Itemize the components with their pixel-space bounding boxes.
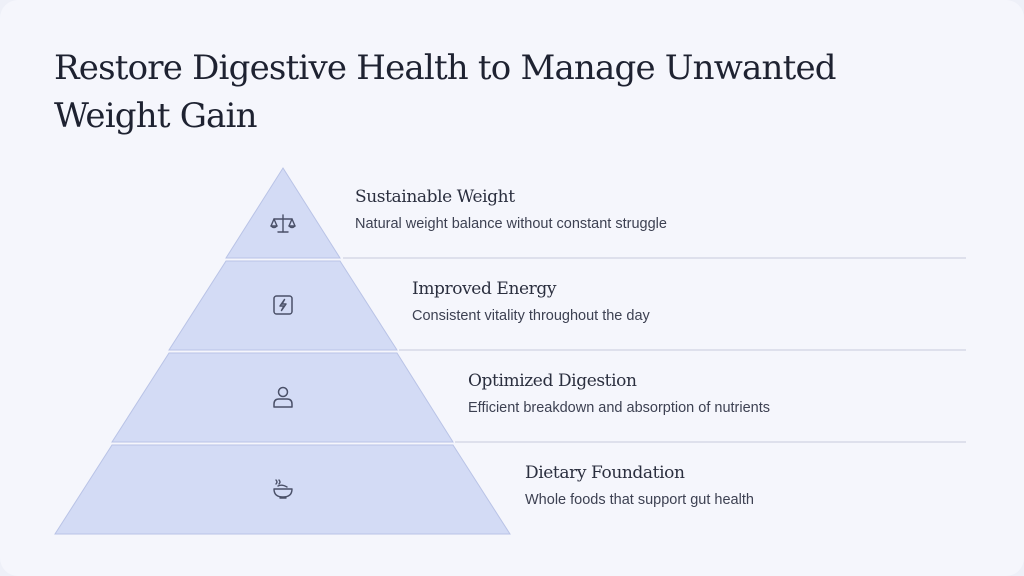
tier-description: Efficient breakdown and absorption of nu… — [468, 400, 771, 416]
page-title: Restore Digestive Health to Manage Unwan… — [54, 48, 837, 136]
tier-text-optimized-digestion: Optimized Digestion Efficient breakdown … — [468, 370, 770, 417]
tier-heading: Optimized Digestion — [468, 371, 637, 391]
scale-icon — [270, 214, 296, 233]
tier-description: Natural weight balance without constant … — [355, 216, 667, 232]
person-icon — [273, 386, 293, 408]
tier-description: Consistent vitality throughout the day — [412, 308, 650, 324]
lightning-icon — [273, 295, 293, 315]
bowl-icon — [273, 479, 293, 499]
tier-text-sustainable-weight: Sustainable Weight Natural weight balanc… — [355, 186, 667, 233]
tier-text-improved-energy: Improved Energy Consistent vitality thro… — [412, 278, 650, 325]
pyramid-tier-3 — [111, 352, 454, 443]
tier-description: Whole foods that support gut health — [525, 492, 754, 508]
tier-heading: Improved Energy — [412, 279, 557, 299]
pyramid-tier-top — [225, 167, 341, 259]
tier-text-dietary-foundation: Dietary Foundation Whole foods that supp… — [525, 462, 754, 509]
tier-heading: Sustainable Weight — [355, 187, 515, 207]
tier-heading: Dietary Foundation — [525, 463, 685, 483]
